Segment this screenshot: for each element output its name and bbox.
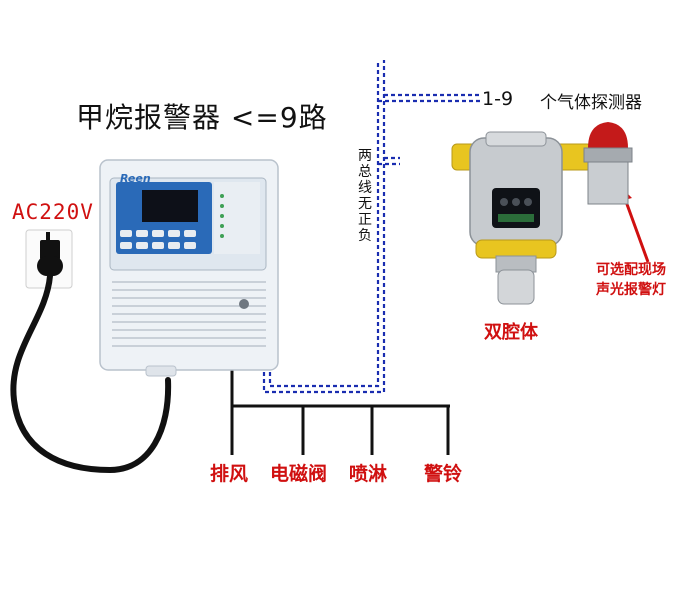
bus-wire bbox=[262, 60, 482, 394]
lamp-label-line-1: 可选配现场 bbox=[596, 262, 666, 278]
gas-detector bbox=[451, 131, 593, 305]
power-plug bbox=[10, 229, 172, 474]
bus-label: 两总线无正负 bbox=[358, 148, 372, 244]
lamp-label: 可选配现场 声光报警灯 bbox=[596, 260, 666, 300]
output-exhaust: 排风 bbox=[210, 463, 249, 485]
alarm-controller bbox=[99, 159, 279, 377]
power-label: AC220V bbox=[12, 200, 94, 224]
detector-range: 1-9 bbox=[482, 88, 514, 110]
brand-logo-text: Reen bbox=[120, 172, 151, 185]
detector-label: 个气体探测器 bbox=[540, 93, 642, 113]
output-alarm-bell: 警铃 bbox=[424, 463, 463, 485]
page-title: 甲烷报警器 <=9路 bbox=[76, 101, 328, 134]
output-sprinkler: 喷淋 bbox=[349, 463, 388, 485]
dual-chamber-label: 双腔体 bbox=[484, 322, 538, 343]
output-wires bbox=[230, 370, 450, 455]
output-solenoid-valve: 电磁阀 bbox=[270, 463, 328, 485]
lamp-label-line-2: 声光报警灯 bbox=[596, 282, 666, 298]
alarm-lamp bbox=[583, 122, 633, 205]
